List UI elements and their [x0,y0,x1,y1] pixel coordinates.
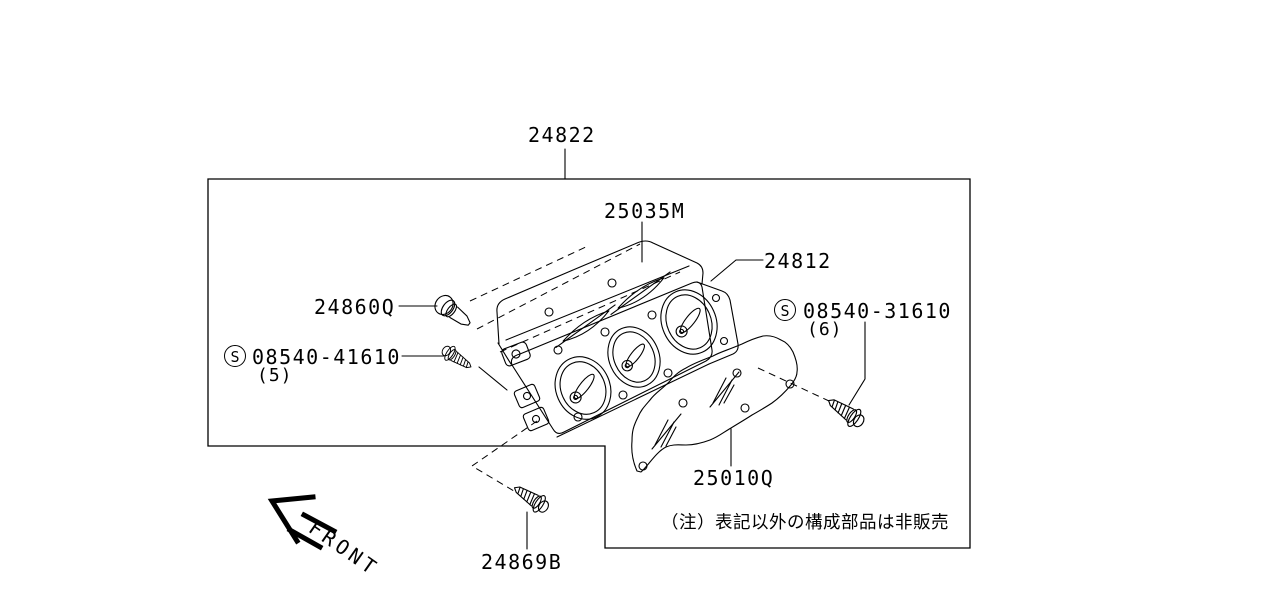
gauge-right [660,289,718,355]
callout-rear-cover[interactable]: 24812 [764,249,832,273]
callout-assembly[interactable]: 24822 [528,123,596,147]
lens-shine-marks [651,371,740,450]
gauge-center [607,326,661,388]
front-arrow [267,494,338,551]
standard-part-symbol-left: S [224,345,246,367]
screw-24869b [508,479,553,518]
non-sale-note: （注）表記以外の構成部品は非販売 [661,513,949,533]
combination-meter-body [510,281,718,438]
callout-housing-upper[interactable]: 25035M [604,199,686,223]
leader-lines [398,148,866,550]
rear-cover-flange [696,281,739,365]
callout-screw-left-qty: (5) [257,365,293,386]
callout-screw-right-qty: (6) [807,319,843,340]
screw-08540-41610 [438,341,476,375]
screw-08540-31610 [822,391,869,433]
callout-lens[interactable]: 25010Q [693,466,775,490]
mounting-bracket [513,383,541,409]
callout-screw-right[interactable]: 08540-31610 [803,299,952,323]
construction-lines [469,243,830,492]
callout-screw-upper-left[interactable]: 24860Q [314,295,396,319]
standard-part-symbol-right: S [774,299,796,321]
diagram-frame [207,178,971,549]
gauge-left [554,356,612,420]
callout-screw-bottom[interactable]: 24869B [481,550,563,574]
screw-24860q [430,291,476,333]
callout-screw-left[interactable]: 08540-41610 [252,345,401,369]
meter-lens [631,335,798,473]
meter-housing [496,240,704,367]
